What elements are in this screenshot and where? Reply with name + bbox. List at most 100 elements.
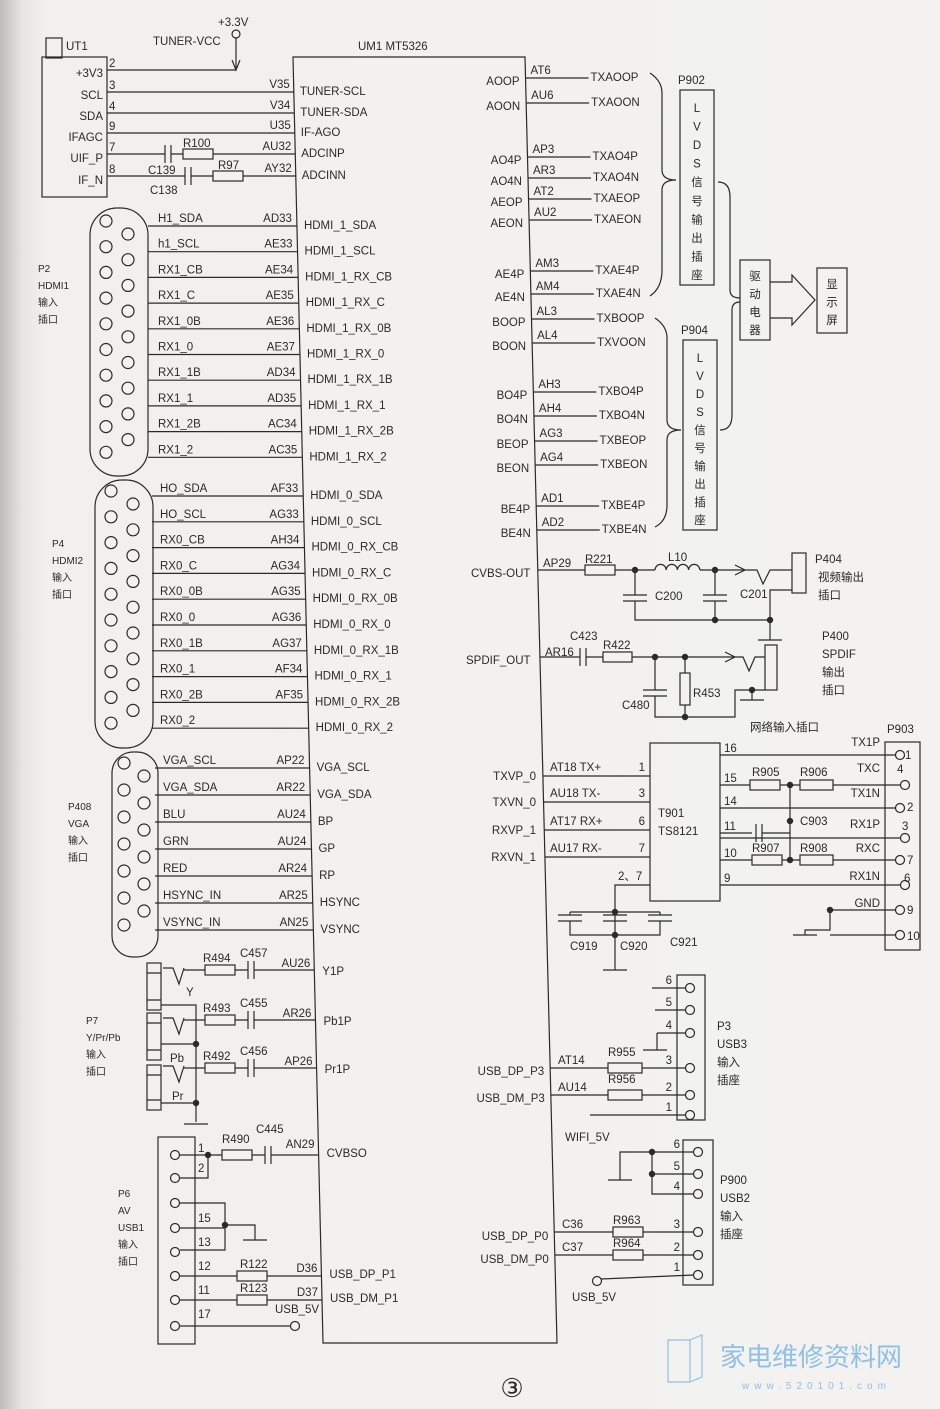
signal-label: TX1N xyxy=(851,788,880,800)
ball-label: AL3 xyxy=(537,306,557,318)
t901-label: T901 xyxy=(658,808,684,820)
p400-label: 输出 xyxy=(822,665,845,679)
connector-pin xyxy=(137,769,151,783)
net-label: RX0_0 xyxy=(160,612,195,624)
net-label: VSYNC_IN xyxy=(163,917,221,929)
chip-pin-label: HSYNC xyxy=(320,897,360,909)
resistor xyxy=(204,1062,236,1074)
pin-terminal xyxy=(899,832,911,844)
ball-label: AT14 xyxy=(558,1055,585,1067)
ball-label: AM4 xyxy=(536,281,560,293)
pin-terminal xyxy=(169,1222,181,1234)
ball-label: D36 xyxy=(296,1263,317,1275)
resistor-label: R123 xyxy=(240,1283,268,1295)
junction-dot xyxy=(786,817,794,825)
resistor xyxy=(236,1270,268,1282)
connector-label: P2 xyxy=(38,264,51,275)
capacitor xyxy=(184,167,192,185)
connector-pin xyxy=(137,850,151,864)
junction-dot xyxy=(711,616,719,624)
connector-label: HDMI2 xyxy=(52,556,84,567)
resistor xyxy=(607,1089,643,1101)
connector-pin xyxy=(104,535,118,550)
connector-label: P3 xyxy=(717,1021,731,1033)
pin-terminal xyxy=(684,982,696,994)
connector-pin xyxy=(137,877,151,891)
capacitor xyxy=(648,914,672,922)
wire xyxy=(634,570,792,640)
net-label: TXBO4N xyxy=(599,410,645,422)
tuner-pin-number: 4 xyxy=(109,101,116,113)
pin-number: 1 xyxy=(905,750,911,762)
capacitor-label: C455 xyxy=(240,998,268,1010)
vga-connector xyxy=(111,751,159,958)
net-label: TXAOON xyxy=(591,97,640,109)
connector-label: 输入 xyxy=(38,296,58,309)
p903-ref: P903 xyxy=(887,724,914,736)
net-label: TXBEOP xyxy=(600,435,647,447)
usb-5v-label: USB_5V xyxy=(275,1304,319,1316)
lvds-char: S xyxy=(693,159,701,171)
ball-label: AP29 xyxy=(543,558,571,570)
wire xyxy=(569,884,661,970)
net-label: H1_SDA xyxy=(158,213,203,225)
junction-dot xyxy=(611,931,619,939)
c423-label: C423 xyxy=(570,631,598,643)
resistor-label: R955 xyxy=(608,1047,636,1059)
lvds-char: L xyxy=(694,103,701,115)
junction-dot xyxy=(648,1148,656,1156)
chip-pin-label: CVBSO xyxy=(327,1148,367,1160)
ball-label: AE33 xyxy=(264,239,292,251)
resistor-label: R493 xyxy=(203,1003,231,1015)
lvds-char: 座 xyxy=(691,268,703,282)
chip-pin-label: BEON xyxy=(497,463,530,475)
ball-label: AR3 xyxy=(533,165,555,177)
wire xyxy=(161,1004,197,1122)
r422-label: R422 xyxy=(603,640,631,652)
pin-number: 6 xyxy=(639,816,645,828)
ball-label: AC34 xyxy=(268,419,297,431)
ball-label: AE37 xyxy=(267,342,295,354)
connector-pin xyxy=(99,291,113,305)
ball-label: AG4 xyxy=(540,452,564,464)
chip-pin-label: RP xyxy=(319,870,335,882)
connector-label: 插口 xyxy=(68,851,88,864)
wire xyxy=(180,1155,209,1179)
net-label: VGA_SDA xyxy=(163,782,218,794)
chip-um1-mt5326 xyxy=(292,56,558,1344)
ball-label: AU32 xyxy=(262,141,291,153)
resistor xyxy=(236,1294,268,1306)
t901-transformer xyxy=(649,742,721,902)
connector-pin xyxy=(117,837,131,851)
capacitor xyxy=(703,594,727,602)
chip-pin-label: AEON xyxy=(490,218,523,230)
ball-label: AR26 xyxy=(283,1008,312,1020)
pin-number: 11 xyxy=(724,821,736,833)
pin-number: 1 xyxy=(674,1262,680,1274)
net-label: USB_DP_P3 xyxy=(478,1066,544,1078)
pin-terminal xyxy=(169,1197,181,1209)
wire xyxy=(180,1202,256,1251)
chip-pin-label: HDMI_1_SDA xyxy=(304,220,377,232)
pin-number: 2 xyxy=(198,1163,204,1175)
ball-label: AE34 xyxy=(265,264,294,276)
driver-char: 电 xyxy=(749,306,761,319)
net-label: RX0_1 xyxy=(160,664,195,676)
pin-number: 9 xyxy=(724,873,730,885)
connector-pin xyxy=(104,587,118,601)
ball-label: AU24 xyxy=(277,809,306,821)
net-label: RX1_0B xyxy=(158,316,201,328)
net-label: RX1_0 xyxy=(158,342,193,354)
chip-pin-label: AO4P xyxy=(491,155,522,167)
tuner-pin-number: 8 xyxy=(109,164,115,176)
tuner-ref: UT1 xyxy=(66,41,88,53)
hdmi2-connector xyxy=(94,479,154,749)
lvds-char: 号 xyxy=(694,442,706,455)
network-title: 网络输入插口 xyxy=(750,720,819,734)
ball-label: AF33 xyxy=(271,483,299,495)
net-label: TXBE4P xyxy=(601,500,645,512)
pin-terminal xyxy=(684,1109,696,1121)
signal-label: GND xyxy=(854,898,880,910)
lvds-char: V xyxy=(693,122,701,134)
chip-pin-label: Y1P xyxy=(322,966,344,978)
